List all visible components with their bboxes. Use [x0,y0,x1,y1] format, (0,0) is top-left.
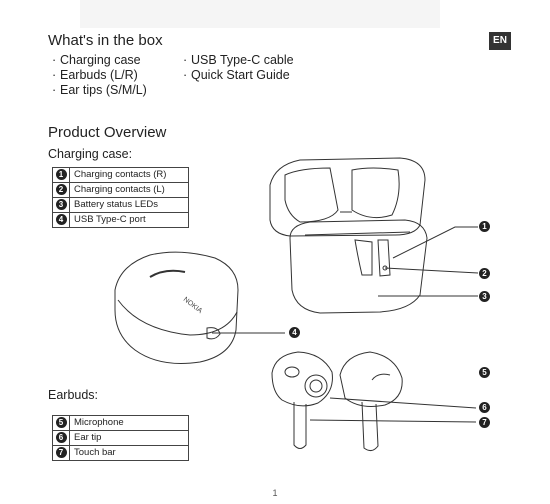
list-item: ·USB Type-C cable [183,53,294,67]
list-item: ·Quick Start Guide [183,68,290,82]
list-item: ·Charging case [52,53,141,67]
language-badge: EN [489,32,511,50]
callout-number: 7 [55,447,67,458]
callout-number: 3 [55,199,67,210]
product-overview-heading: Product Overview [48,124,167,141]
callout-3: 3 [479,291,490,302]
charging-case-subtitle: Charging case: [48,147,133,161]
list-item: ·Earbuds (L/R) [52,68,138,82]
table-cell: Touch bar [69,445,189,461]
table-cell: USB Type-C port [69,212,189,228]
callout-number: 5 [55,417,67,428]
callout-1: 1 [479,221,490,232]
callout-number: 6 [55,432,67,443]
box-contents-col2: ·USB Type-C cable ·Quick Start Guide [183,53,294,83]
box-contents-col1: ·Charging case ·Earbuds (L/R) ·Ear tips … [52,53,147,98]
callout-7: 7 [479,417,490,428]
page-number: 1 [272,488,278,498]
case-brand-logo: NOKIA [182,296,204,315]
earbuds-subtitle: Earbuds: [48,388,99,402]
box-contents-heading: What's in the box [48,32,163,49]
faded-header-banner [80,0,440,28]
callout-4: 4 [289,327,300,338]
callout-2: 2 [479,268,490,279]
callout-number: 4 [55,214,67,225]
callout-6: 6 [479,402,490,413]
list-item: ·Ear tips (S/M/L) [52,83,147,97]
callout-5: 5 [479,367,490,378]
callout-number: 1 [55,169,67,180]
callout-number: 2 [55,184,67,195]
